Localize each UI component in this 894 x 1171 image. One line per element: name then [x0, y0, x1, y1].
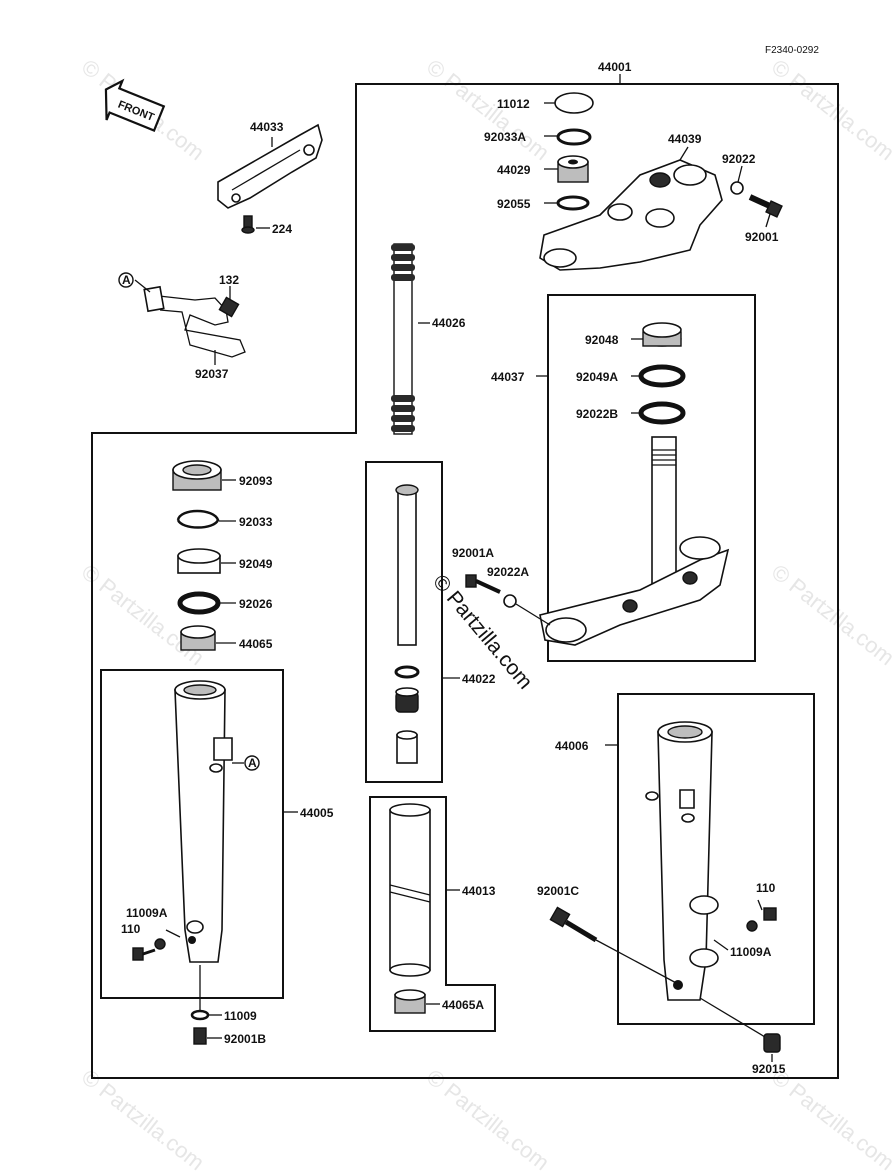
- part-washer-92049: [177, 548, 221, 574]
- part-washer-11009A-left: [154, 938, 166, 950]
- part-upper-bracket-44039: [539, 159, 723, 271]
- part-screw-224: [241, 215, 255, 234]
- watermark-mid-right: © Partzilla.com: [767, 559, 894, 670]
- label-44065A: 44065A: [442, 998, 484, 1012]
- part-washer-92022: [730, 181, 744, 195]
- part-oil-lock: [396, 730, 418, 764]
- label-44001: 44001: [598, 60, 632, 74]
- subassembly-box-44006: [617, 693, 815, 1025]
- part-ring-small: [394, 665, 420, 679]
- part-ring-92049A: [638, 364, 686, 388]
- label-92022B: 92022B: [576, 407, 618, 421]
- label-92015: 92015: [752, 1062, 786, 1076]
- part-bolt-92001A: [465, 574, 501, 594]
- part-spring-44026: [391, 243, 415, 435]
- part-inner-tube-44013: [389, 803, 431, 977]
- label-92001C: 92001C: [537, 884, 579, 898]
- part-seal-92048: [642, 322, 682, 347]
- watermark-mid-left: © Partzilla.com: [77, 559, 209, 670]
- part-cap-11012: [554, 92, 594, 114]
- label-92055: 92055: [497, 197, 531, 211]
- label-44022: 44022: [462, 672, 496, 686]
- label-11009A-left: 11009A: [126, 906, 168, 920]
- watermark-top-mid: © Partzilla.com: [422, 54, 554, 165]
- label-132: 132: [219, 273, 239, 287]
- leader-lines: [134, 102, 773, 1062]
- label-11009: 11009: [224, 1009, 257, 1023]
- label-92022: 92022: [722, 152, 756, 166]
- part-outer-tube-44006: [645, 721, 719, 1001]
- reference-code: F2340-0292: [765, 45, 819, 56]
- part-oring-92055: [556, 195, 590, 211]
- label-44026: 44026: [432, 316, 466, 330]
- label-92049: 92049: [239, 557, 273, 571]
- label-92033: 92033: [239, 515, 273, 529]
- part-ring-92033A: [556, 128, 592, 146]
- subassembly-box-44005: [100, 669, 284, 999]
- part-washer-11009A-right: [746, 920, 758, 932]
- part-bushing-44065: [180, 625, 216, 651]
- subassembly-box-44037: [547, 294, 756, 662]
- subassembly-box-44022: [365, 461, 443, 783]
- part-bolt-92001C: [549, 906, 598, 943]
- part-washer-11009: [190, 1009, 210, 1021]
- subassembly-box-44013: [369, 796, 496, 1032]
- part-bushing-44065A: [394, 989, 426, 1014]
- label-224: 224: [272, 222, 292, 236]
- label-92001B: 92001B: [224, 1032, 266, 1046]
- label-44013: 44013: [462, 884, 496, 898]
- label-44029: 44029: [497, 163, 531, 177]
- part-nut-92015: [763, 1033, 781, 1053]
- part-seal-92093: [172, 460, 222, 491]
- part-bracket-44033: [217, 123, 323, 209]
- callout-labels: 44001 11012 92033A 44029 92055 44039 920…: [121, 60, 786, 1076]
- part-hose-guide-92037: [143, 285, 246, 358]
- label-110-left: 110: [121, 922, 141, 936]
- label-92093: 92093: [239, 474, 273, 488]
- label-92022A: 92022A: [487, 565, 529, 579]
- label-11012: 11012: [497, 97, 530, 111]
- label-92001A: 92001A: [452, 546, 494, 560]
- label-A-top: A: [122, 273, 131, 287]
- label-11009A-right: 11009A: [730, 945, 772, 959]
- watermark-bottom-right: © Partzilla.com: [767, 1064, 894, 1171]
- label-92026: 92026: [239, 597, 273, 611]
- part-rebound-spring: [395, 687, 419, 713]
- label-92048: 92048: [585, 333, 619, 347]
- part-outer-tube-44005: [174, 680, 233, 963]
- label-44039: 44039: [668, 132, 702, 146]
- part-bolt-92001: [748, 194, 783, 218]
- watermark-top-right: © Partzilla.com: [767, 54, 894, 165]
- part-bolt-110-right: [763, 907, 777, 921]
- watermark-bottom-mid: © Partzilla.com: [422, 1064, 554, 1171]
- label-92001: 92001: [745, 230, 779, 244]
- watermark-bottom-left: © Partzilla.com: [77, 1064, 209, 1171]
- label-92049A: 92049A: [576, 370, 618, 384]
- label-44037: 44037: [491, 370, 525, 384]
- part-washer-92022A: [503, 594, 517, 608]
- label-92037: 92037: [195, 367, 229, 381]
- part-damper-rod: [395, 484, 419, 646]
- part-ring-92022B: [638, 401, 686, 425]
- part-steering-stem: [539, 436, 730, 646]
- marker-A-top: [118, 272, 134, 288]
- marker-A-bottom: [244, 755, 260, 771]
- label-44033: 44033: [250, 120, 284, 134]
- label-92033A: 92033A: [484, 130, 526, 144]
- label-44065: 44065: [239, 637, 273, 651]
- part-ring-92026: [177, 591, 221, 615]
- label-A-bottom: A: [248, 756, 257, 770]
- label-44005: 44005: [300, 806, 334, 820]
- label-110-right: 110: [756, 881, 776, 895]
- part-bolt-92001B: [193, 1027, 207, 1045]
- part-nut-44029: [557, 155, 589, 183]
- assembly-outline-44001: [91, 83, 839, 1079]
- label-44006: 44006: [555, 739, 589, 753]
- part-bolt-110-left: [132, 947, 156, 961]
- part-clip-92033: [176, 509, 220, 529]
